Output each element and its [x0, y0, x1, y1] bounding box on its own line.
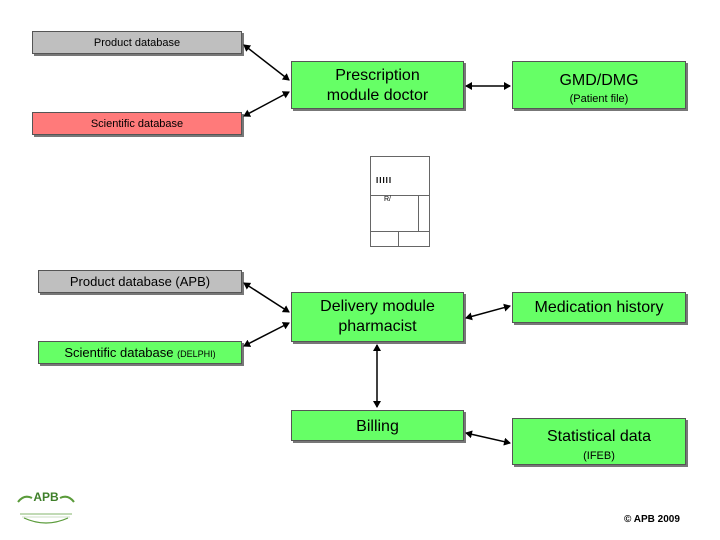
product-database-apb-box: Product database (APB) — [38, 270, 242, 293]
scientific-database-box: Scientific database — [32, 112, 242, 135]
statistical-data-title: Statistical data — [546, 428, 652, 445]
product-database-label: Product database — [93, 37, 181, 49]
prescription-line1: Prescription — [335, 67, 420, 84]
copyright-notice: © APB 2009 — [624, 514, 680, 525]
arrow-scientificdb-to-prescription — [243, 91, 290, 117]
prescription-module-box: Prescription module doctor — [291, 61, 464, 109]
delivery-module-box: Delivery module pharmacist — [291, 292, 464, 342]
scientific-database-delphi-sub: (DELPHI) — [177, 349, 216, 359]
delivery-line1: Delivery module — [320, 298, 435, 315]
product-database-apb-label: Product database (APB) — [69, 274, 211, 289]
prescription-form-icon: IIIII R/ — [370, 156, 430, 247]
gmd-box: GMD/DMG (Patient file) — [512, 61, 686, 109]
rx-form-top-divider — [370, 195, 430, 196]
rx-barcode: IIIII — [376, 176, 393, 185]
apb-logo: APB — [14, 488, 78, 528]
arrow-productdb-apb-to-delivery — [243, 282, 290, 313]
rx-form-bottom-split — [398, 231, 399, 247]
arrow-delivery-to-medication-history — [465, 303, 511, 321]
arrow-billing-to-statistical — [465, 430, 511, 446]
prescription-line2: module doctor — [326, 87, 429, 104]
rx-sign: R/ — [384, 196, 391, 203]
rx-form-right-column — [418, 195, 419, 231]
medication-history-label: Medication history — [534, 299, 664, 316]
gmd-subtitle: (Patient file) — [569, 93, 629, 105]
scientific-database-delphi-label: Scientific database (DELPHI) — [39, 345, 241, 361]
statistical-data-box: Statistical data (IFEB) — [512, 418, 686, 465]
scientific-database-delphi-box: Scientific database (DELPHI) — [38, 341, 242, 364]
scientific-database-delphi-main: Scientific database — [64, 345, 178, 360]
scientific-database-label: Scientific database — [90, 118, 184, 130]
apb-logo-text: APB — [33, 490, 59, 504]
arrow-scientificdb-delphi-to-delivery — [243, 322, 290, 347]
delivery-line2: pharmacist — [338, 318, 417, 335]
gmd-title: GMD/DMG — [559, 72, 639, 89]
billing-label: Billing — [356, 418, 399, 435]
arrow-productdb-to-prescription — [243, 44, 290, 81]
apb-logo-graphic — [17, 495, 75, 524]
statistical-data-subtitle: (IFEB) — [583, 450, 615, 462]
product-database-box: Product database — [32, 31, 242, 54]
rx-form-bottom-divider — [370, 231, 430, 232]
medication-history-box: Medication history — [512, 292, 686, 323]
billing-box: Billing — [291, 410, 464, 441]
